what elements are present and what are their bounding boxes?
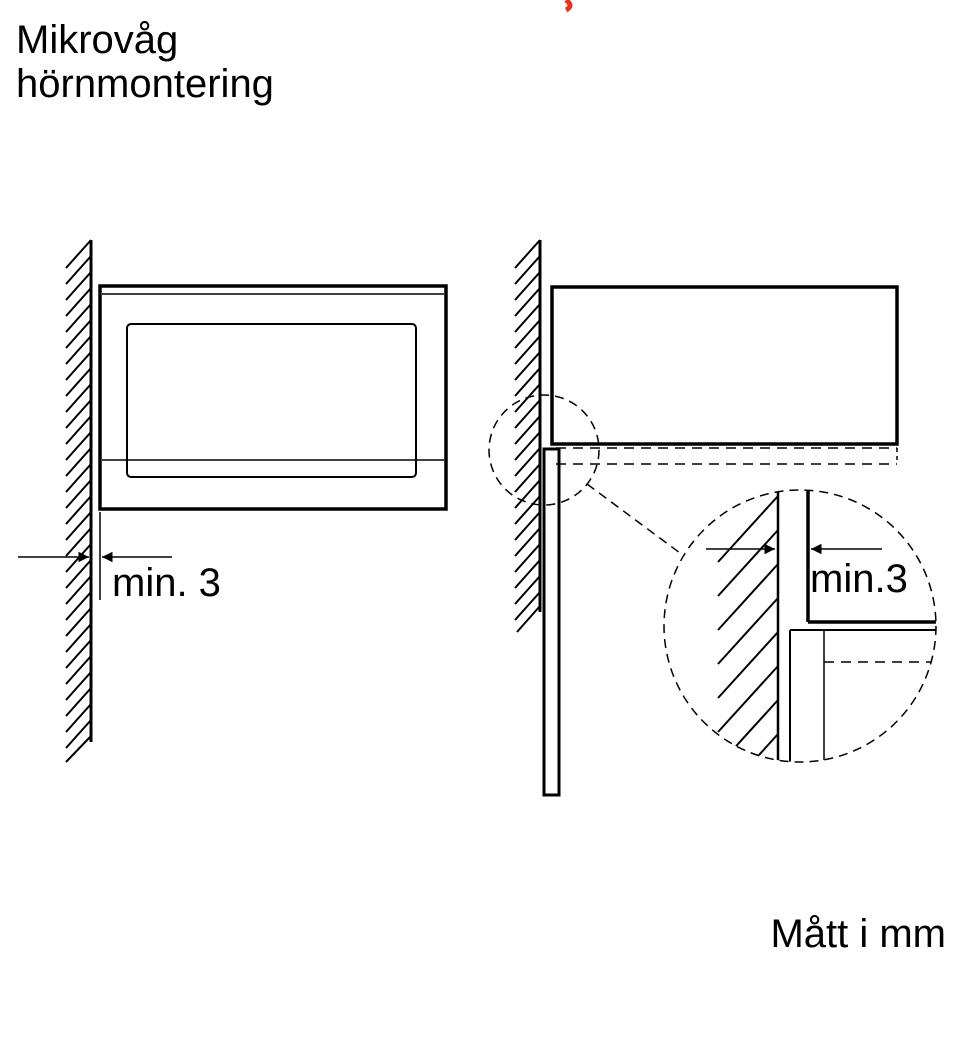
cabinet-side-panel bbox=[542, 447, 561, 797]
front-wall-hatching bbox=[65, 239, 92, 763]
title-line-2: hörnmontering bbox=[16, 62, 274, 106]
units-note: Mått i mm bbox=[770, 912, 946, 956]
detail-contents bbox=[717, 490, 936, 762]
microwave-door-window bbox=[126, 323, 417, 478]
detail-leader-lower bbox=[598, 470, 690, 530]
front-view: min. 3 bbox=[18, 239, 448, 763]
red-mark bbox=[564, 0, 573, 13]
title-line-1: Mikrovåg bbox=[16, 18, 179, 62]
side-view bbox=[488, 239, 899, 797]
detail-view: min.3 bbox=[663, 489, 937, 763]
diagram-title: Mikrovåg hörnmontering bbox=[16, 18, 274, 106]
microwave-side-body bbox=[550, 285, 899, 446]
front-dimension-label: min. 3 bbox=[112, 561, 221, 605]
detail-leader-upper bbox=[586, 483, 685, 557]
detail-callout-circle bbox=[488, 394, 600, 506]
microwave-front-frame bbox=[98, 284, 448, 511]
detail-enlarged-circle bbox=[663, 489, 937, 763]
side-wall-hatching bbox=[514, 239, 541, 633]
detail-dimension-label: min.3 bbox=[810, 557, 908, 601]
